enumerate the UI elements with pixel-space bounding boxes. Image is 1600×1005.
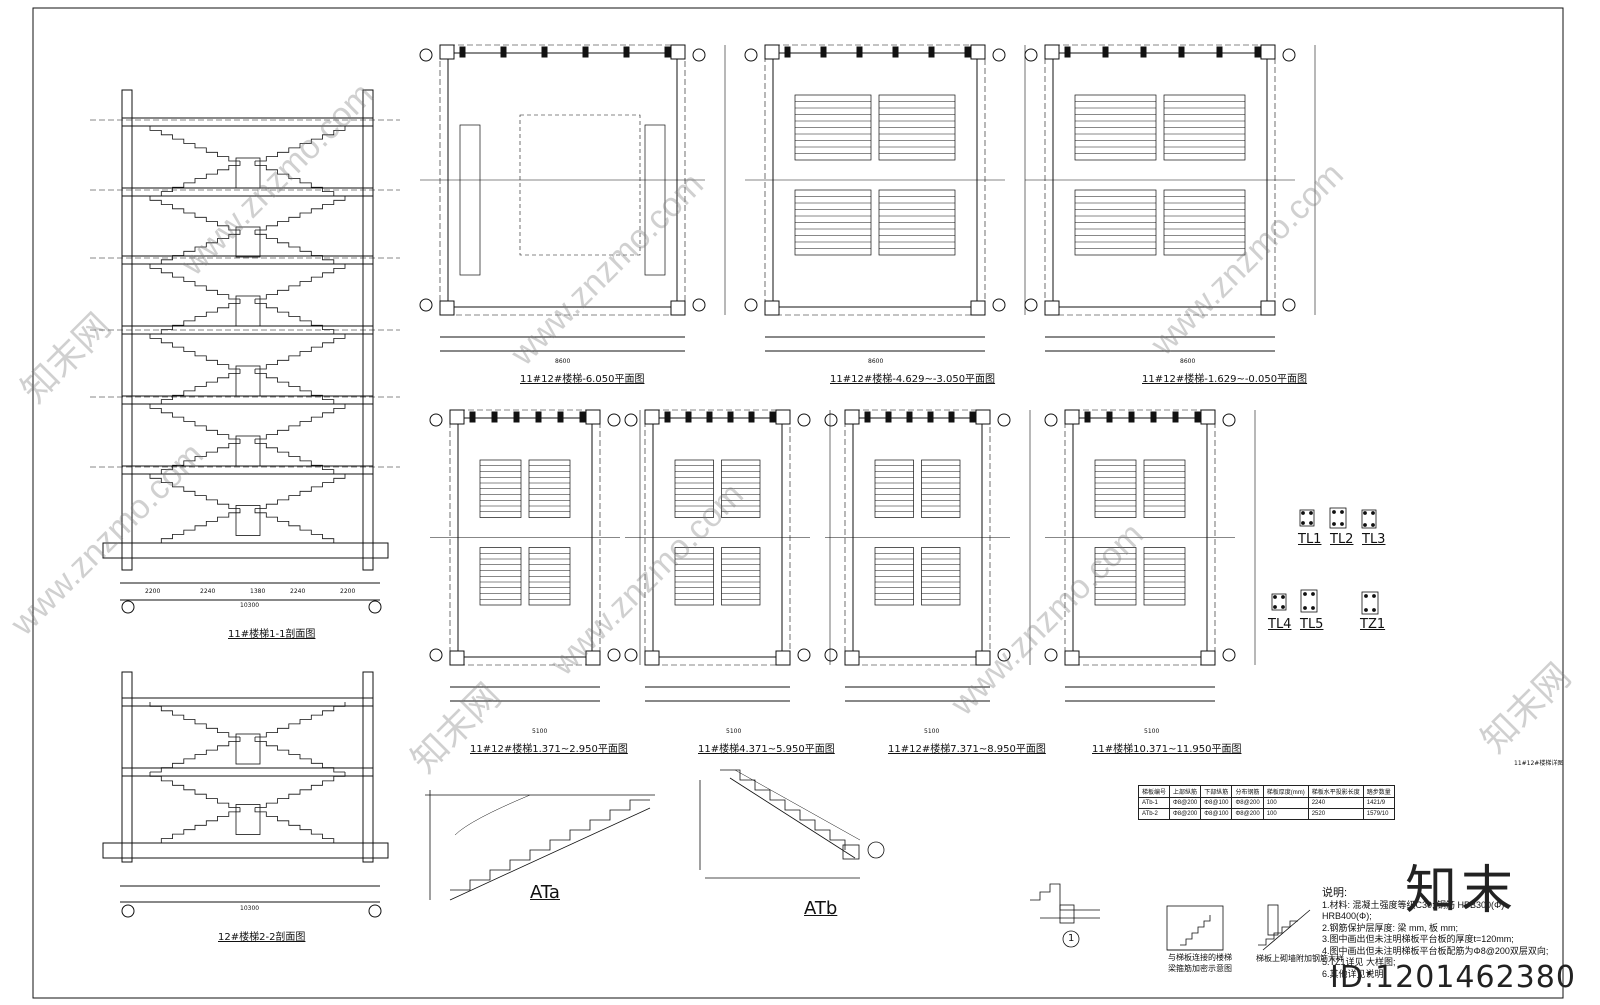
dim-plan-total: 8600 bbox=[868, 358, 884, 365]
table-header-cell: 梯板厚度(mm) bbox=[1262, 785, 1309, 798]
notes-line: 5.TZ1详见 大样图; bbox=[1322, 957, 1396, 967]
table-header-cell: 踏步数量 bbox=[1362, 785, 1395, 798]
notes-line: 6.其他详见说明; bbox=[1322, 968, 1387, 979]
beam-tl2-label: TL2 bbox=[1330, 532, 1354, 547]
detail-2 bbox=[1166, 905, 1224, 951]
plan-3-title: 11#12#楼梯-1.629~-0.050平面图 bbox=[1142, 374, 1308, 385]
dim-section-e: 2200 bbox=[340, 588, 356, 595]
dim-section-total: 10300 bbox=[240, 602, 260, 609]
beam-sections bbox=[1271, 507, 1379, 615]
table-cell: 100 bbox=[1262, 808, 1309, 820]
table-cell: ATb-2 bbox=[1137, 808, 1171, 820]
table-header-cell: 梯板编号 bbox=[1137, 785, 1171, 798]
detail-2-caption: 与梯板连接的楼梯 bbox=[1168, 953, 1232, 962]
plan-7-title: 11#楼梯10.371~11.950平面图 bbox=[1092, 744, 1242, 755]
detail-ata-title: ATa bbox=[530, 882, 560, 903]
table-cell: ATb-1 bbox=[1137, 797, 1171, 809]
dim-section-a: 2200 bbox=[145, 588, 161, 595]
sheet-note: 11#12#楼梯详图 bbox=[1514, 760, 1564, 767]
plan-6-title: 11#12#楼梯7.371~8.950平面图 bbox=[888, 744, 1046, 755]
detail-ata bbox=[425, 790, 655, 901]
detail-atb-title: ATb bbox=[804, 898, 838, 919]
table-header-cell: 梯板水平投影长度 bbox=[1307, 785, 1364, 798]
dim-section-c: 1380 bbox=[250, 588, 266, 595]
notes-line: 1.材料: 混凝土强度等级C30; 钢筋 HPB300(Φ) bbox=[1322, 899, 1505, 910]
plan-4-title: 11#12#楼梯1.371~2.950平面图 bbox=[470, 744, 628, 755]
table-cell: Φ8@100 bbox=[1200, 797, 1233, 809]
plans-bottom-row bbox=[429, 409, 1256, 702]
table-header-row: 梯板编号 上部纵筋 下部纵筋 分布钢筋 梯板厚度(mm) 梯板水平投影长度 踏步… bbox=[1137, 785, 1395, 798]
beam-tl3-label: TL3 bbox=[1362, 532, 1386, 547]
table-cell: Φ8@200 bbox=[1169, 797, 1202, 809]
section-2-title: 12#楼梯2-2剖面图 bbox=[218, 932, 306, 943]
dim-plan-total-b: 5100 bbox=[1144, 728, 1160, 735]
table-header-cell: 分布钢筋 bbox=[1231, 785, 1264, 798]
table-header-cell: 上部纵筋 bbox=[1169, 785, 1202, 798]
plan-1-title: 11#12#楼梯-6.050平面图 bbox=[520, 374, 645, 385]
beam-tl5-label: TL5 bbox=[1300, 617, 1324, 632]
detail-3 bbox=[1258, 904, 1311, 951]
table-cell: Φ8@100 bbox=[1200, 808, 1233, 820]
table-cell: 1579/10 bbox=[1362, 808, 1395, 820]
dim-plan-total-b: 5100 bbox=[532, 728, 548, 735]
brand-logo: 知末 bbox=[1405, 861, 1518, 921]
general-notes: 说明: 1.材料: 混凝土强度等级C30; 钢筋 HPB300(Φ) HRB40… bbox=[1322, 887, 1549, 980]
table-cell: Φ8@200 bbox=[1231, 808, 1264, 820]
notes-line: 2.钢筋保护层厚度: 梁 mm, 板 mm; bbox=[1322, 922, 1458, 933]
dim-section-b: 2240 bbox=[200, 588, 216, 595]
table-row: ATb-1 Φ8@200 Φ8@100 Φ8@200 100 2240 1421… bbox=[1137, 797, 1395, 809]
beam-tl4-label: TL4 bbox=[1268, 617, 1292, 632]
dim-plan-total: 8600 bbox=[555, 358, 571, 365]
notes-heading: 说明: bbox=[1322, 887, 1348, 899]
brand-id: ID:1201462380 bbox=[1330, 960, 1576, 995]
section-1-1 bbox=[90, 89, 400, 614]
detail-1 bbox=[1030, 883, 1100, 948]
table-cell: Φ8@200 bbox=[1231, 797, 1264, 809]
table-cell: Φ8@200 bbox=[1169, 808, 1202, 820]
beam-tl1-label: TL1 bbox=[1298, 532, 1322, 547]
detail-1-mark: 1 bbox=[1068, 933, 1075, 944]
plan-5-title: 11#楼梯4.371~5.950平面图 bbox=[698, 744, 835, 755]
dim-plan-total-b: 5100 bbox=[924, 728, 940, 735]
table-cell: 100 bbox=[1262, 797, 1309, 809]
stair-schedule-table: 梯板编号 上部纵筋 下部纵筋 分布钢筋 梯板厚度(mm) 梯板水平投影长度 踏步… bbox=[1137, 785, 1395, 820]
table-cell: 2520 bbox=[1307, 808, 1364, 820]
beam-tz1-label: TZ1 bbox=[1360, 617, 1386, 632]
section-1-title: 11#楼梯1-1剖面图 bbox=[228, 629, 316, 640]
section-2-2 bbox=[102, 671, 389, 918]
detail-atb bbox=[699, 769, 885, 879]
detail-3-caption: 梯板上砌墙附加钢筋大样 bbox=[1256, 954, 1344, 963]
plans-top-row bbox=[419, 44, 1316, 352]
dim-section-total: 10300 bbox=[240, 905, 260, 912]
notes-line: 3.图中画出但未注明梯板平台板的厚度t=120mm; bbox=[1322, 934, 1514, 944]
dim-plan-total-b: 5100 bbox=[726, 728, 742, 735]
table-header-cell: 下部纵筋 bbox=[1200, 785, 1233, 798]
plan-2-title: 11#12#楼梯-4.629~-3.050平面图 bbox=[830, 374, 996, 385]
table-cell: 1421/9 bbox=[1362, 797, 1395, 809]
notes-line: 4.图中画出但未注明梯板平台板配筋为Φ8@200双层双向; bbox=[1322, 945, 1549, 956]
dim-section-d: 2240 bbox=[290, 588, 306, 595]
detail-2-caption: 梁箍筋加密示意图 bbox=[1168, 964, 1232, 973]
dim-plan-total: 8600 bbox=[1180, 358, 1196, 365]
table-row: ATb-2 Φ8@200 Φ8@100 Φ8@200 100 2520 1579… bbox=[1137, 808, 1395, 820]
table-cell: 2240 bbox=[1307, 797, 1364, 809]
notes-line: HRB400(Φ); bbox=[1322, 911, 1372, 921]
